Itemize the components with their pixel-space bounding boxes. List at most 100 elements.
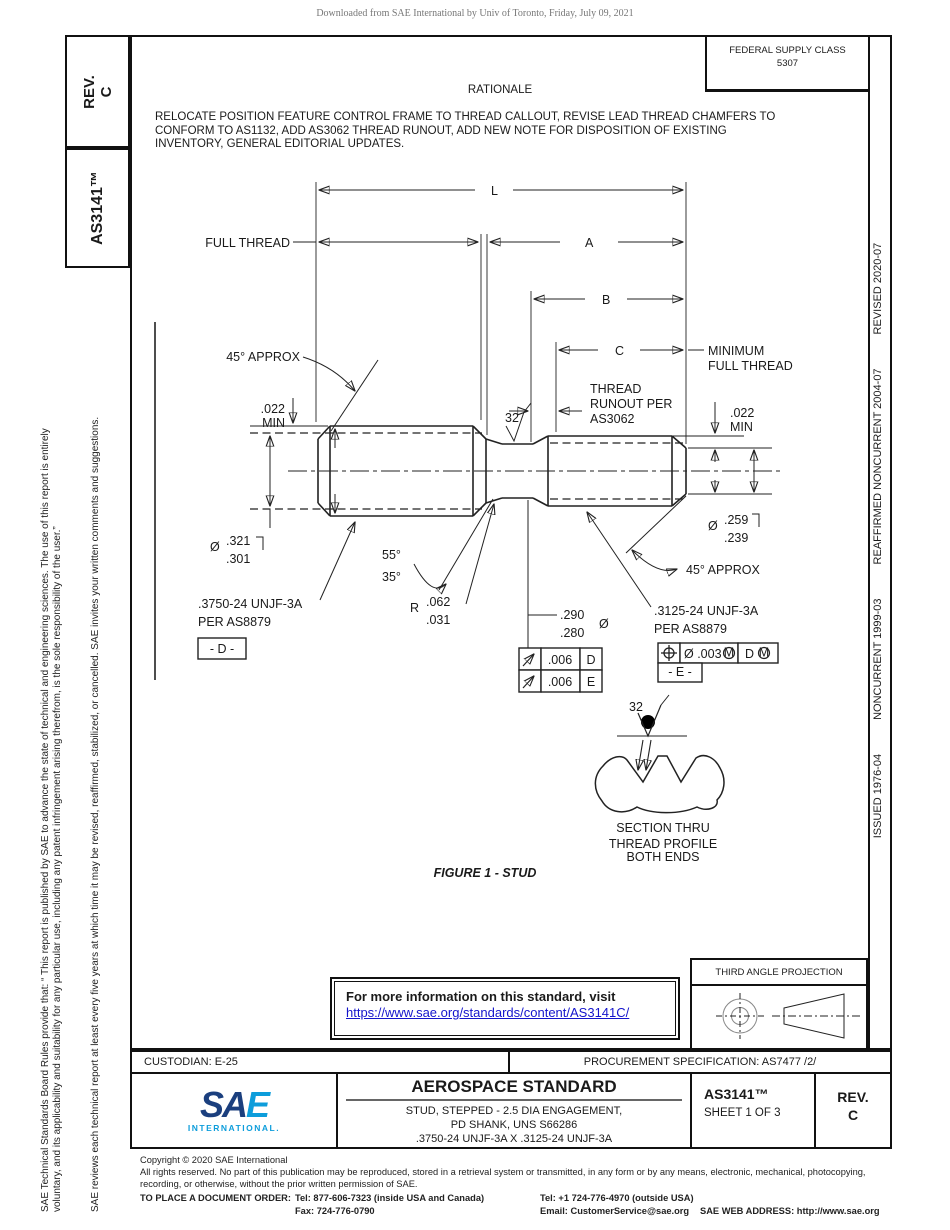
dimension-dia-321: Ø .321 .301: [210, 436, 270, 566]
disclaimer-line-2: voluntary, and its applicability and sui…: [52, 526, 63, 1212]
min022-right-value: .022: [730, 406, 754, 420]
approx45-left-label: 45° APPROX: [226, 350, 300, 364]
fcf-runout-frame: .006 D .006 E: [518, 647, 603, 693]
rev-tab: REV. C: [65, 35, 130, 148]
callout-shank-dia: .290 .280 Ø: [527, 500, 609, 648]
approx45-right-label: 45° APPROX: [686, 563, 760, 577]
thread-right-line2: PER AS8879: [654, 622, 727, 636]
sheet-number: SHEET 1 OF 3: [704, 1107, 781, 1119]
runout-line2: RUNOUT PER: [590, 397, 672, 411]
datum-e-label: - E -: [668, 665, 692, 679]
copyright-line: Copyright © 2020 SAE International: [140, 1155, 288, 1165]
email-address: Email: CustomerService@sae.org: [540, 1206, 690, 1216]
dim-A-label: A: [585, 236, 594, 250]
dim-C-label: C: [615, 344, 624, 358]
callout-surface-finish-neck: 32: [505, 402, 532, 443]
rev-block-label: REV.: [837, 1089, 869, 1105]
min022-right-unit: MIN: [730, 420, 753, 434]
dia321-max: .321: [226, 534, 250, 548]
callout-45-approx-left: 45° APPROX: [226, 350, 379, 432]
sae-logo-subtext: INTERNATIONAL.: [187, 1123, 281, 1133]
revised-date: REVISED 2020-07: [872, 242, 884, 335]
sae-logo-word: SAE: [200, 1087, 270, 1123]
third-angle-projection-icon: [716, 993, 860, 1039]
dimension-C: C MINIMUM FULL THREAD: [559, 344, 793, 373]
info-box-text: For more information on this standard, v…: [346, 989, 616, 1004]
fcf-runout-datum-1: D: [586, 653, 595, 667]
figure-caption: FIGURE 1 - STUD: [433, 866, 537, 880]
shank-dia-min: .280: [560, 626, 584, 640]
title-block-rev: REV. C: [814, 1072, 892, 1149]
rationale-line: CONFORM TO AS1132, ADD AS3062 THREAD RUN…: [155, 124, 727, 137]
circular-runout-icon: [522, 654, 534, 689]
minimum-full-thread-label: MINIMUM: [708, 344, 764, 358]
fax-number: Fax: 724-776-0790: [295, 1206, 375, 1216]
disclaimer-line-3: SAE reviews each technical report at lea…: [90, 416, 101, 1212]
thread-profile-section-blob: [594, 754, 725, 814]
section-caption-2: THREAD PROFILE: [609, 837, 717, 851]
position-symbol-icon: [661, 645, 677, 661]
dim-B-label: B: [602, 293, 610, 307]
title-block-number: AS3141™ SHEET 1 OF 3: [690, 1072, 816, 1149]
tel-inside: Tel: 877-606-7323 (inside USA and Canada…: [295, 1193, 485, 1203]
mmc-modifier-icon: M: [757, 646, 771, 660]
noncurrent-date: NONCURRENT 1999-03: [872, 598, 884, 720]
callout-022-min-left: .022 MIN: [261, 398, 335, 513]
callout-fillet-radius: R .062 .031: [410, 504, 494, 627]
order-label: TO PLACE A DOCUMENT ORDER:: [140, 1193, 291, 1203]
rev-tab-text: REV. C: [80, 75, 114, 109]
extension-lines: [250, 182, 772, 495]
rationale-line: RELOCATE POSITION FEATURE CONTROL FRAME …: [155, 111, 776, 123]
dia259-min: .239: [724, 531, 748, 545]
third-angle-projection-box: THIRD ANGLE PROJECTION: [690, 958, 868, 1050]
dimension-L: L: [319, 184, 683, 198]
minimum-full-thread-label2: FULL THREAD: [708, 359, 793, 373]
dia-symbol: Ø: [210, 540, 220, 554]
dimension-dia-259: Ø .259 .239: [708, 450, 760, 545]
runout-line1: THREAD: [590, 382, 641, 396]
doc-number-text: AS3141™: [88, 171, 106, 245]
rev-label: REV.: [80, 74, 98, 109]
thread-right-line1: .3125-24 UNJF-3A: [654, 604, 759, 618]
dia-symbol-right: Ø: [708, 519, 718, 533]
federal-supply-class-box: FEDERAL SUPPLY CLASS 5307: [705, 35, 868, 92]
fcf-position-tol: Ø .003: [684, 647, 722, 661]
revision-date-strip: [868, 35, 892, 1050]
section-caption-3: BOTH ENDS: [626, 850, 700, 864]
federal-supply-label: FEDERAL SUPPLY CLASS: [729, 45, 846, 56]
rights-line-2: recording, or otherwise, without the pri…: [140, 1179, 418, 1189]
title-divider: [346, 1099, 682, 1101]
fcf-runout-datum-2: E: [587, 675, 595, 689]
rev-value: C: [97, 86, 115, 97]
rationale-title: RATIONALE: [467, 84, 533, 96]
stud-outline: [317, 425, 687, 517]
standard-link[interactable]: https://www.sae.org/standards/content/AS…: [346, 1005, 630, 1020]
doc-number: AS3141™: [704, 1086, 769, 1102]
projection-label: THIRD ANGLE PROJECTION: [692, 960, 866, 986]
runout-line3: AS3062: [590, 412, 635, 426]
rights-line-1: All rights reserved. No part of this pub…: [140, 1167, 866, 1177]
finish32-section-label: 32: [629, 700, 643, 714]
callout-thread-left: .3750-24 UNJF-3A PER AS8879: [198, 522, 355, 629]
rationale-line: INVENTORY, GENERAL EDITORIAL UPDATES.: [155, 138, 405, 150]
fcf-runout-tol-1: .006: [548, 653, 572, 667]
deg35-label: 35°: [382, 570, 401, 584]
callout-55-35-step-angle: 55° 35°: [382, 498, 494, 590]
radius-min: .031: [426, 613, 450, 627]
radius-max: .062: [426, 595, 450, 609]
dimension-full-thread-A: FULL THREAD A: [205, 236, 683, 250]
reaffirmed-date: REAFFIRMED NONCURRENT 2004-07: [872, 368, 884, 565]
datum-d-label: - D -: [210, 642, 234, 656]
callout-45-approx-right: 45° APPROX: [625, 495, 760, 577]
callout-thread-right: .3125-24 UNJF-3A PER AS8879: [587, 512, 759, 636]
info-box: For more information on this standard, v…: [330, 977, 680, 1040]
document-kind: AEROSPACE STANDARD: [411, 1077, 617, 1096]
dim-L-label: L: [491, 184, 498, 198]
section-caption-1: SECTION THRU: [616, 821, 710, 835]
section-thread-profile: 32 SECTION THRU THREAD PROFILE: [594, 694, 725, 851]
custodian-cell: CUSTODIAN: E-25: [130, 1050, 510, 1074]
title-line-2: PD SHANK, UNS S66286: [450, 1119, 578, 1131]
mmc-m-1: M: [724, 646, 734, 660]
fcf-position-datum: D: [745, 647, 754, 661]
